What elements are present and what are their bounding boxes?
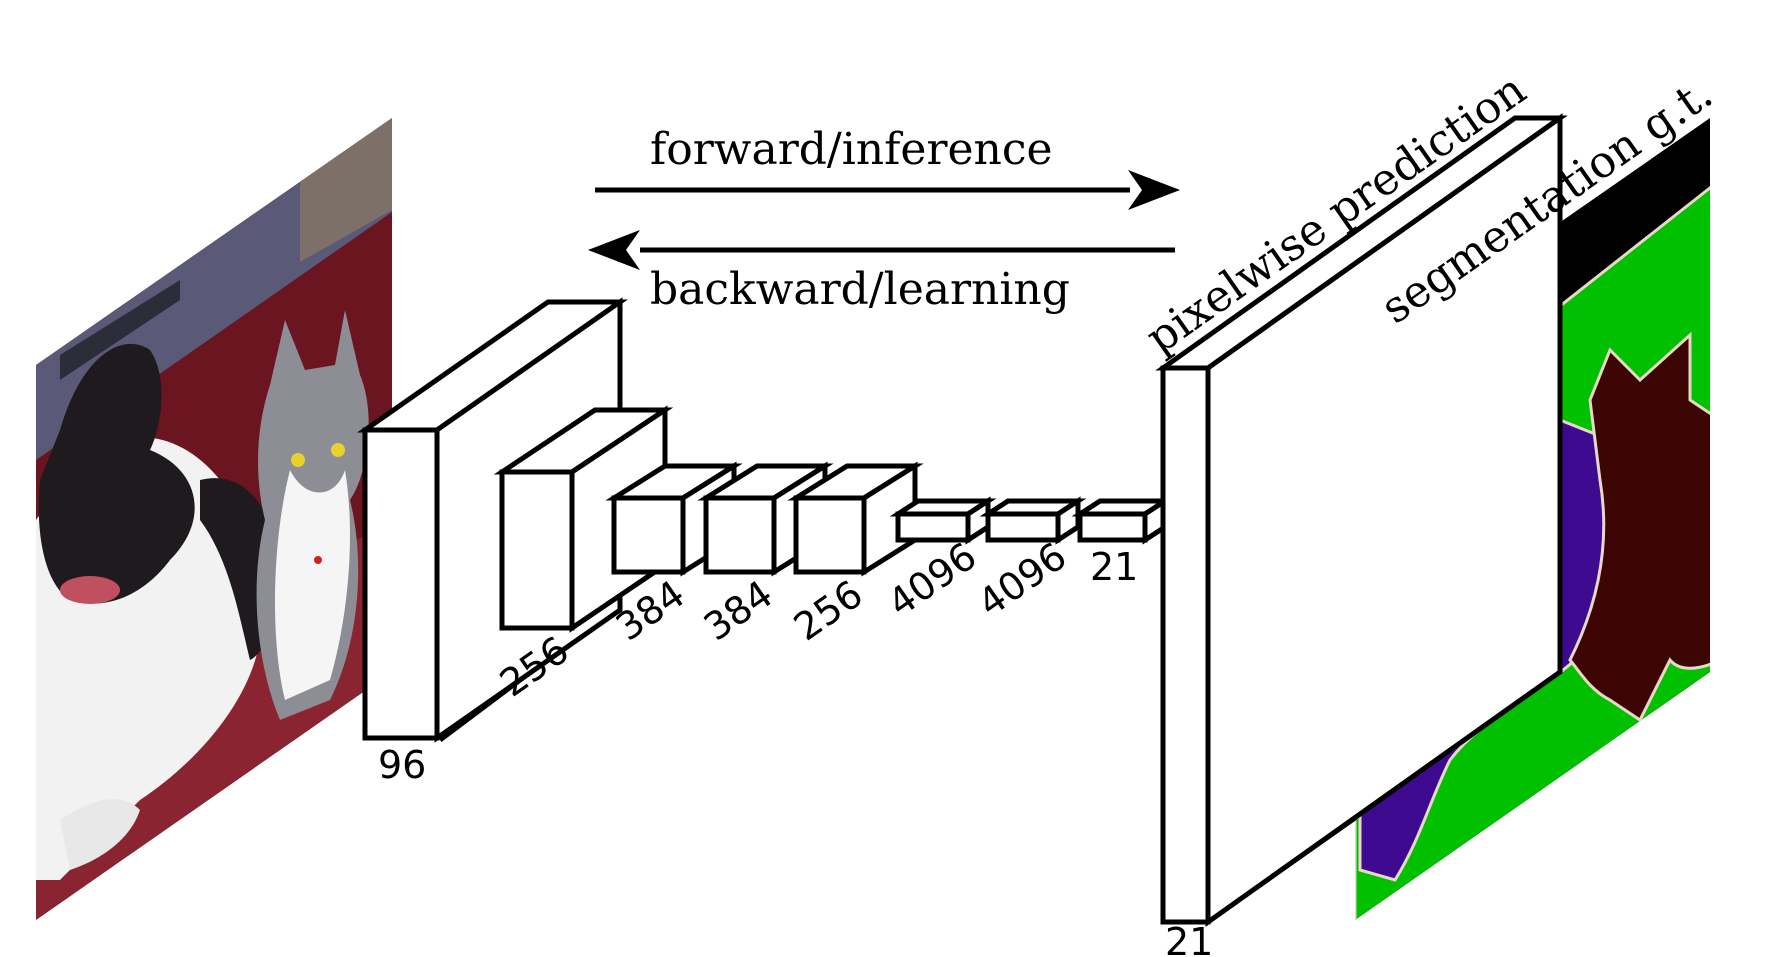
forward-arrow: [595, 170, 1180, 210]
forward-label: forward/inference: [650, 124, 1053, 175]
layer-block-256-b: [787, 461, 924, 577]
layer-label-4096-b: 4096: [970, 534, 1074, 626]
layer-label-256-b: 256: [786, 572, 871, 650]
backward-arrow: [588, 230, 1175, 270]
output-prediction-block: [1155, 113, 1568, 927]
layer-block-4096-b: [979, 496, 1087, 545]
output-label-21: 21: [1165, 920, 1213, 957]
layer-block-4096-a: [889, 496, 997, 545]
gt-cat-region: [1568, 331, 1710, 723]
input-photo: [36, 118, 392, 920]
layer-label-21: 21: [1090, 545, 1138, 589]
layer-label-384-b: 384: [696, 572, 781, 650]
backward-label: backward/learning: [650, 264, 1070, 315]
layer-block-21: [1071, 496, 1174, 545]
layer-label-96: 96: [378, 743, 426, 787]
